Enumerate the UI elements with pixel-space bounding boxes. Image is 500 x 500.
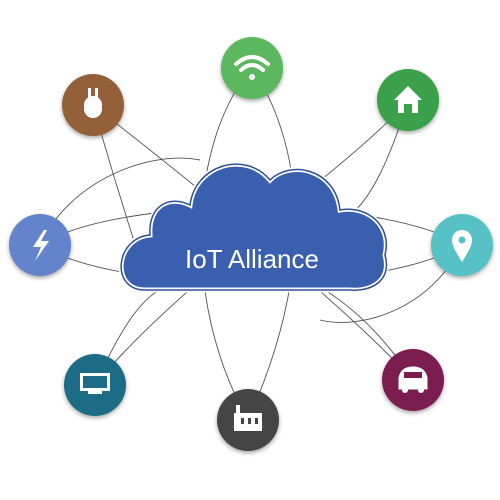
node-location: [431, 214, 493, 276]
node-sensor: [62, 74, 124, 136]
device-nodes: [9, 37, 493, 451]
factory-icon: [234, 405, 262, 431]
node-vehicle: [382, 349, 444, 411]
node-wifi-circle: [221, 37, 283, 99]
node-factory: [217, 389, 279, 451]
cloud-outline: [120, 163, 388, 291]
node-energy: [9, 214, 71, 276]
monitor-icon: [80, 373, 110, 394]
map-pin-icon: [452, 230, 472, 262]
lightning-icon: [33, 230, 49, 261]
hub-label: IoT Alliance: [185, 244, 319, 274]
node-home: [377, 69, 439, 131]
node-wifi: [221, 37, 283, 99]
cloud-hub: IoT Alliance: [118, 161, 389, 293]
node-monitor: [64, 354, 126, 416]
car-icon: [398, 366, 428, 393]
home-icon: [394, 86, 422, 113]
wifi-icon: [234, 55, 270, 80]
sensor-icon: [84, 88, 102, 118]
